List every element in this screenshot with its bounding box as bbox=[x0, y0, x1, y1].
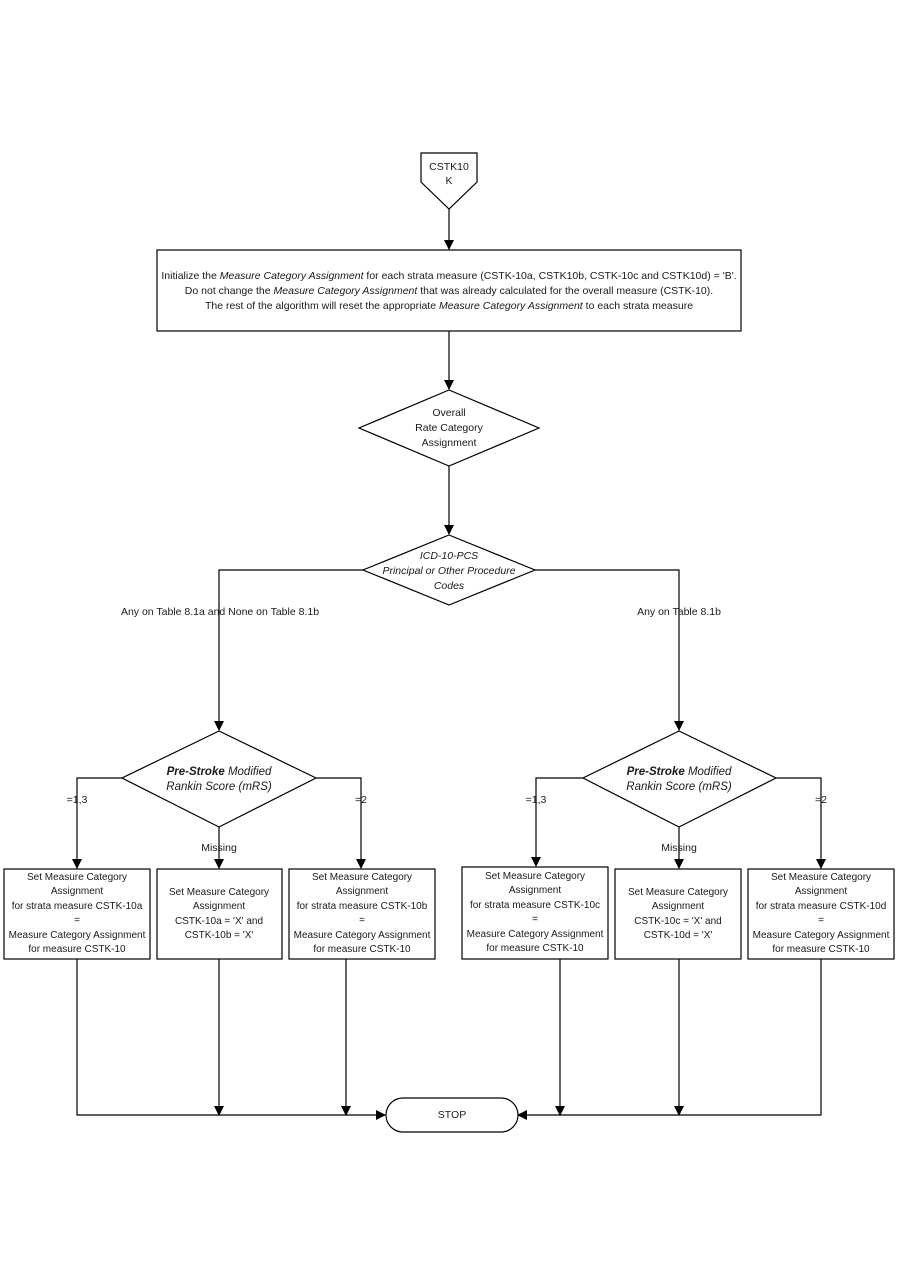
box-c-line: for measure CSTK-10 bbox=[486, 943, 584, 954]
box-b-line: for measure CSTK-10 bbox=[313, 944, 411, 955]
start-connector-shape bbox=[420, 152, 478, 210]
box-d-line: Measure Category Assignment bbox=[753, 930, 890, 941]
mrs-right-line-2: Rankin Score (mRS) bbox=[626, 781, 732, 793]
box-cd-line: CSTK-10c = 'X' and bbox=[634, 916, 721, 927]
initialize-line-2: Do not change the Measure Category Assig… bbox=[185, 285, 713, 297]
overall-decision-diamond bbox=[357, 389, 541, 467]
start-connector: CSTK10 K bbox=[420, 152, 478, 210]
connector-mrs-right-c bbox=[531, 777, 583, 867]
mrs-decision-right: Pre-Stroke Modified Rankin Score (mRS) bbox=[581, 730, 778, 828]
icd-decision-line-2: Principal or Other Procedure bbox=[382, 565, 515, 577]
stop-terminator-shape bbox=[385, 1097, 519, 1133]
overall-decision-line-1: Overall bbox=[432, 407, 465, 419]
overall-rate-decision: Overall Rate Category Assignment bbox=[357, 389, 541, 467]
mrs-left-line-2: Rankin Score (mRS) bbox=[166, 781, 272, 793]
connector-mrs-left-b bbox=[316, 777, 366, 869]
box-strata-a-shape bbox=[3, 868, 151, 960]
box-d-line: Assignment bbox=[795, 886, 847, 897]
box-a-line: for strata measure CSTK-10a bbox=[12, 901, 143, 912]
box-b-line: Measure Category Assignment bbox=[294, 930, 431, 941]
overall-decision-line-2: Rate Category bbox=[415, 422, 483, 434]
box-b-line: for strata measure CSTK-10b bbox=[297, 901, 428, 912]
box-a-line: Assignment bbox=[51, 886, 103, 897]
box-cd-missing-shape bbox=[614, 868, 742, 960]
box-c-line: Assignment bbox=[509, 885, 561, 896]
mrs-left-label-missing: Missing bbox=[201, 842, 237, 854]
mrs-right-label-missing: Missing bbox=[661, 842, 697, 854]
mrs-left-line-1: Pre-Stroke Modified bbox=[167, 766, 272, 778]
box-d-line: for strata measure CSTK-10d bbox=[756, 901, 887, 912]
box-strata-d: Set Measure Category Assignment for stra… bbox=[747, 868, 895, 960]
icd-decision-line-1: ICD-10-PCS bbox=[420, 550, 478, 562]
box-ab-line: CSTK-10a = 'X' and bbox=[175, 916, 263, 927]
connector-icd-right-branch bbox=[535, 569, 684, 731]
box-d-line: = bbox=[818, 915, 824, 926]
box-cd-line: CSTK-10d = 'X' bbox=[644, 930, 713, 941]
mrs-right-label-d: =2 bbox=[815, 794, 827, 806]
mrs-left-label-b: =2 bbox=[355, 794, 367, 806]
box-cd-line: Set Measure Category bbox=[628, 887, 728, 898]
initialize-process-box: Initialize the Measure Category Assignme… bbox=[156, 249, 742, 332]
box-c-line: Measure Category Assignment bbox=[467, 929, 604, 940]
mrs-right-diamond bbox=[581, 730, 778, 828]
box-b-line: = bbox=[359, 915, 365, 926]
box-strata-d-shape bbox=[747, 868, 895, 960]
stop-label: STOP bbox=[438, 1109, 466, 1121]
branch-label-right: Any on Table 8.1b bbox=[637, 606, 721, 618]
branch-label-left: Any on Table 8.1a and None on Table 8.1b bbox=[121, 606, 319, 618]
box-strata-c: Set Measure Category Assignment for stra… bbox=[461, 866, 609, 960]
box-ab-missing-shape bbox=[156, 868, 283, 960]
box-d-line: for measure CSTK-10 bbox=[772, 944, 870, 955]
box-strata-b: Set Measure Category Assignment for stra… bbox=[288, 868, 436, 960]
mrs-decision-left: Pre-Stroke Modified Rankin Score (mRS) bbox=[120, 730, 318, 828]
connector-box-d-to-stop bbox=[517, 959, 822, 1120]
overall-decision-line-3: Assignment bbox=[422, 437, 477, 449]
box-a-line: Set Measure Category bbox=[27, 872, 127, 883]
mrs-right-line-1: Pre-Stroke Modified bbox=[627, 766, 732, 778]
connectors bbox=[72, 209, 826, 1120]
mrs-left-diamond bbox=[120, 730, 318, 828]
box-ab-line: CSTK-10b = 'X' bbox=[185, 930, 254, 941]
initialize-box-shape bbox=[156, 249, 742, 332]
icd-decision-diamond bbox=[361, 534, 537, 606]
box-ab-line: Assignment bbox=[193, 901, 245, 912]
stop-terminator: STOP bbox=[385, 1097, 519, 1133]
connector-mrs-right-d bbox=[776, 777, 826, 869]
box-cd-line: Assignment bbox=[652, 901, 704, 912]
box-strata-a: Set Measure Category Assignment for stra… bbox=[3, 868, 151, 960]
box-a-line: Measure Category Assignment bbox=[9, 930, 146, 941]
icd-decision-line-3: Codes bbox=[434, 580, 465, 592]
box-d-line: Set Measure Category bbox=[771, 872, 871, 883]
initialize-line-1: Initialize the Measure Category Assignme… bbox=[161, 270, 736, 282]
box-c-line: Set Measure Category bbox=[485, 871, 585, 882]
box-c-line: for strata measure CSTK-10c bbox=[470, 900, 600, 911]
connector-icd-left-branch bbox=[214, 569, 363, 731]
start-connector-label: CSTK10 bbox=[429, 161, 469, 173]
box-a-line: = bbox=[74, 915, 80, 926]
mrs-left-label-a: =1,3 bbox=[67, 794, 88, 806]
mrs-right-label-c: =1,3 bbox=[526, 794, 547, 806]
connector-box-a-to-stop bbox=[76, 959, 386, 1120]
box-strata-c-shape bbox=[461, 866, 609, 960]
icd-procedure-decision: ICD-10-PCS Principal or Other Procedure … bbox=[361, 534, 537, 606]
box-b-line: Assignment bbox=[336, 886, 388, 897]
box-b-line: Set Measure Category bbox=[312, 872, 412, 883]
box-c-line: = bbox=[532, 914, 538, 925]
box-a-line: for measure CSTK-10 bbox=[28, 944, 126, 955]
start-connector-sublabel: K bbox=[445, 175, 452, 187]
box-strata-b-shape bbox=[288, 868, 436, 960]
initialize-line-3: The rest of the algorithm will reset the… bbox=[205, 300, 693, 312]
box-strata-ab-missing: Set Measure Category Assignment CSTK-10a… bbox=[156, 868, 283, 960]
connector-mrs-left-a bbox=[72, 777, 122, 869]
box-strata-cd-missing: Set Measure Category Assignment CSTK-10c… bbox=[614, 868, 742, 960]
box-ab-line: Set Measure Category bbox=[169, 887, 269, 898]
